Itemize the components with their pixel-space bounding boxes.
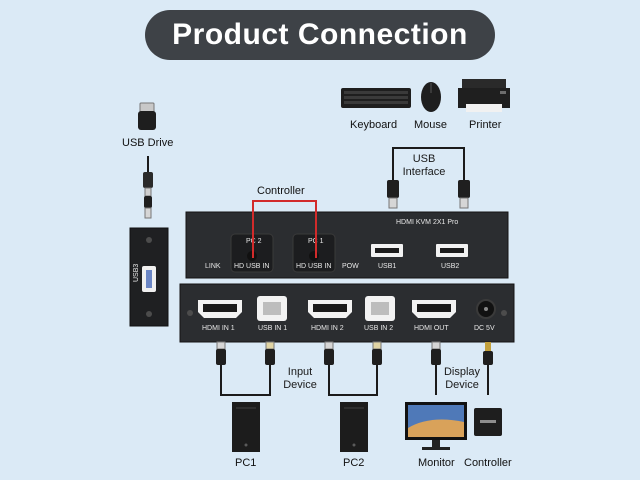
hdmi-in2-label: HDMI IN 2 — [311, 325, 344, 332]
pc2-label: PC2 — [343, 457, 365, 469]
pc2-cables — [324, 341, 382, 396]
mouse-label: Mouse — [414, 119, 448, 131]
usb2-label: USB2 — [441, 263, 459, 270]
keyboard-icon — [341, 88, 411, 108]
usb-interface-label: USB Interface — [402, 153, 446, 178]
display-cables — [431, 341, 493, 395]
usb-drive-label: USB Drive — [122, 137, 174, 149]
controller-wire — [252, 200, 317, 258]
title-banner: Product Connection — [145, 10, 495, 60]
monitor-label: Monitor — [418, 457, 455, 469]
usb1-label: USB1 — [378, 263, 396, 270]
mouse-icon — [421, 82, 441, 112]
kvm-rear-panel: HDMI IN 1 USB IN 1 HDMI IN 2 USB IN 2 HD… — [179, 283, 515, 343]
printer-label: Printer — [469, 119, 502, 131]
pc1-cables — [216, 341, 275, 396]
hd-usb-in-b-label: HD USB IN — [296, 263, 331, 270]
page-title: Product Connection — [172, 18, 468, 51]
controller-top-label: Controller — [257, 185, 305, 197]
controller-box-icon — [474, 408, 502, 436]
dc-label: DC 5V — [474, 325, 495, 332]
hdmi-in1-label: HDMI IN 1 — [202, 325, 235, 332]
usb-interface-cables — [387, 147, 470, 209]
monitor-icon — [405, 402, 467, 450]
usb-drive-icon — [138, 102, 156, 130]
pc2-tower-icon — [340, 402, 368, 452]
link-label: LINK — [205, 263, 221, 270]
hd-usb-in-a-label: HD USB IN — [234, 263, 269, 270]
hdmi-out-label: HDMI OUT — [414, 325, 449, 332]
pc1-tower-icon — [232, 402, 260, 452]
kvm-front-panel: HDMI KVM 2X1 Pro PC 2 HD USB IN PC 1 HD … — [185, 211, 509, 279]
display-device-label: Display Device — [443, 366, 481, 391]
printer-icon — [458, 79, 510, 112]
input-device-label: Input Device — [283, 366, 317, 391]
side-usb-panel: USB3 — [129, 227, 169, 327]
pc1-label: PC1 — [235, 457, 257, 469]
controller-bottom-label: Controller — [464, 457, 512, 469]
pow-label: POW — [342, 263, 359, 270]
usb-in2-label: USB IN 2 — [364, 325, 393, 332]
usb-drive-cable — [143, 156, 153, 219]
usb-in1-label: USB IN 1 — [258, 325, 287, 332]
device-model: HDMI KVM 2X1 Pro — [396, 219, 458, 226]
side-usb-label: USB3 — [133, 264, 140, 282]
keyboard-label: Keyboard — [350, 119, 398, 131]
